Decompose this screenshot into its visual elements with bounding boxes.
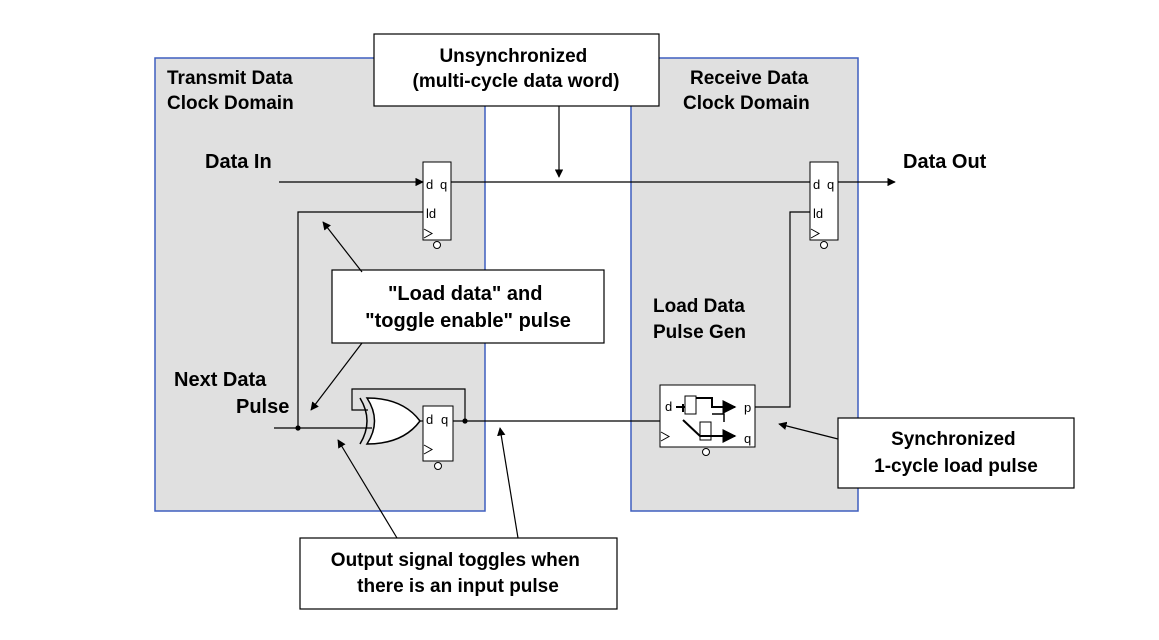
svg-text:ld: ld xyxy=(813,206,823,221)
receive-data-register: d q ld xyxy=(809,161,839,249)
svg-text:d: d xyxy=(813,177,820,192)
next-data-pulse-label: Next Data Pulse xyxy=(174,369,289,418)
callout-synchronized: Synchronized 1-cycle load pulse xyxy=(837,417,1075,489)
xor-gate xyxy=(359,397,421,445)
callout-load-data: "Load data" and "toggle enable" pulse xyxy=(331,269,605,344)
svg-text:"Load data" and "toggle: "Load data" and "toggle enable" pulse xyxy=(365,283,571,332)
svg-text:d: d xyxy=(426,177,433,192)
svg-text:q: q xyxy=(440,177,447,192)
data-out-label: Data Out xyxy=(903,151,987,173)
svg-text:d: d xyxy=(665,399,672,414)
svg-text:Output signal toggles when: Output signal toggles when there is an i… xyxy=(331,550,585,597)
pulse-gen-label: Load Data Pulse Gen xyxy=(653,296,750,343)
svg-text:p: p xyxy=(744,400,751,415)
svg-text:ld: ld xyxy=(426,206,436,221)
data-in-label: Data In xyxy=(205,151,272,173)
svg-text:d: d xyxy=(426,412,433,427)
toggle-flip-flop: d q xyxy=(422,405,454,470)
svg-text:q: q xyxy=(744,431,751,446)
receive-domain-title: Receive Data Clock Domain xyxy=(683,68,814,114)
svg-text:Unsynchronized (multi-cy: Unsynchronized (multi-cycle data word) xyxy=(413,46,620,92)
callout-unsynchronized: Unsynchronized (multi-cycle data word) xyxy=(373,33,660,107)
svg-text:q: q xyxy=(827,177,834,192)
junction-dot xyxy=(462,418,468,424)
transmit-domain-title: Transmit Data Clock Domain xyxy=(167,68,298,114)
svg-text:q: q xyxy=(441,412,448,427)
load-data-pulse-generator: d p q xyxy=(659,384,756,456)
svg-text:Synchronized 1-cycle loa: Synchronized 1-cycle load pulse xyxy=(874,429,1038,477)
callout-arrows xyxy=(310,106,839,539)
wires xyxy=(274,177,896,429)
callout-output-toggles: Output signal toggles when there is an i… xyxy=(299,537,618,610)
transmit-data-register: d q ld xyxy=(422,161,452,249)
junction-dot xyxy=(295,425,301,431)
